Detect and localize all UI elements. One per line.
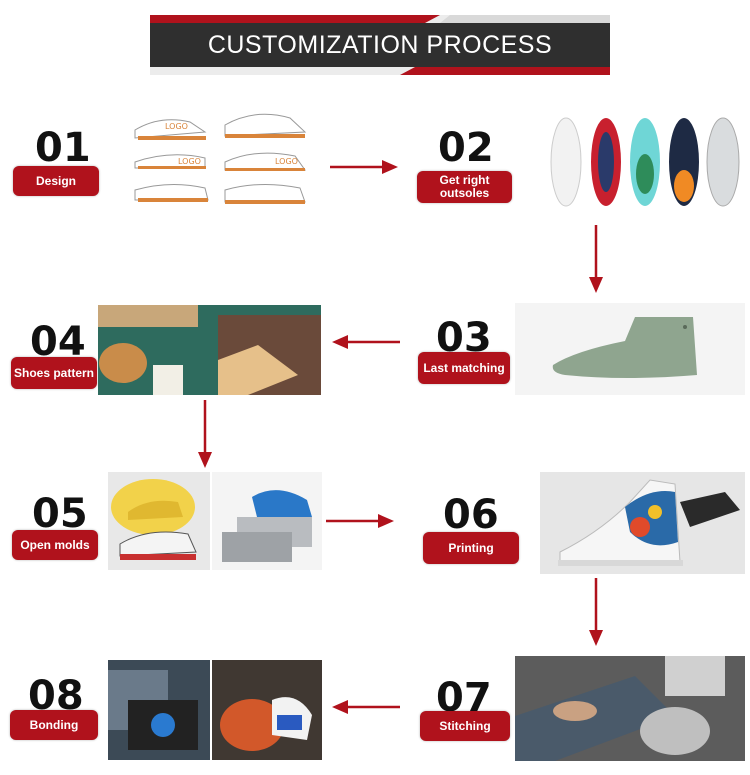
- design-sketch-image: LOGO LOGO LOGO: [130, 100, 330, 215]
- arrow-down-icon: [589, 578, 603, 646]
- shoes-pattern-image: [98, 305, 321, 395]
- step-number-01: 01: [35, 125, 91, 171]
- step-label-outsoles: Get right outsoles: [417, 171, 512, 203]
- arrow-left-icon: [332, 335, 400, 349]
- arrow-down-icon: [198, 400, 212, 468]
- step-label-last-matching: Last matching: [418, 352, 510, 384]
- bonding-image-1: [108, 660, 210, 760]
- arrow-right-icon: [330, 160, 398, 174]
- mold-image-2: [212, 472, 322, 570]
- step-label-design: Design: [13, 166, 99, 196]
- arrow-right-icon: [326, 514, 394, 528]
- svg-text:LOGO: LOGO: [178, 157, 201, 166]
- step-number-05: 05: [32, 491, 88, 537]
- svg-text:LOGO: LOGO: [165, 122, 188, 131]
- step-number-03: 03: [436, 315, 492, 361]
- title-banner: CUSTOMIZATION PROCESS: [150, 15, 610, 75]
- step-number-02: 02: [438, 125, 494, 171]
- step-number-06: 06: [443, 492, 499, 538]
- mold-image-1: [108, 472, 210, 570]
- arrow-left-icon: [332, 700, 400, 714]
- stitching-image: [515, 656, 745, 761]
- step-label-open-molds: Open molds: [12, 530, 98, 560]
- step-label-printing: Printing: [423, 532, 519, 564]
- banner-shape: [150, 15, 610, 75]
- step-label-bonding: Bonding: [10, 710, 98, 740]
- step-number-08: 08: [28, 673, 84, 719]
- printing-image: [540, 472, 745, 574]
- step-label-stitching: Stitching: [420, 711, 510, 741]
- outsoles-image: [548, 112, 744, 210]
- step-label-shoes-pattern: Shoes pattern: [11, 357, 97, 389]
- bonding-image-2: [212, 660, 322, 760]
- step-number-04: 04: [30, 319, 86, 365]
- banner-title: CUSTOMIZATION PROCESS: [207, 31, 553, 59]
- shoe-last-image: [515, 303, 745, 395]
- arrow-down-icon: [589, 225, 603, 293]
- svg-text:LOGO: LOGO: [275, 157, 298, 166]
